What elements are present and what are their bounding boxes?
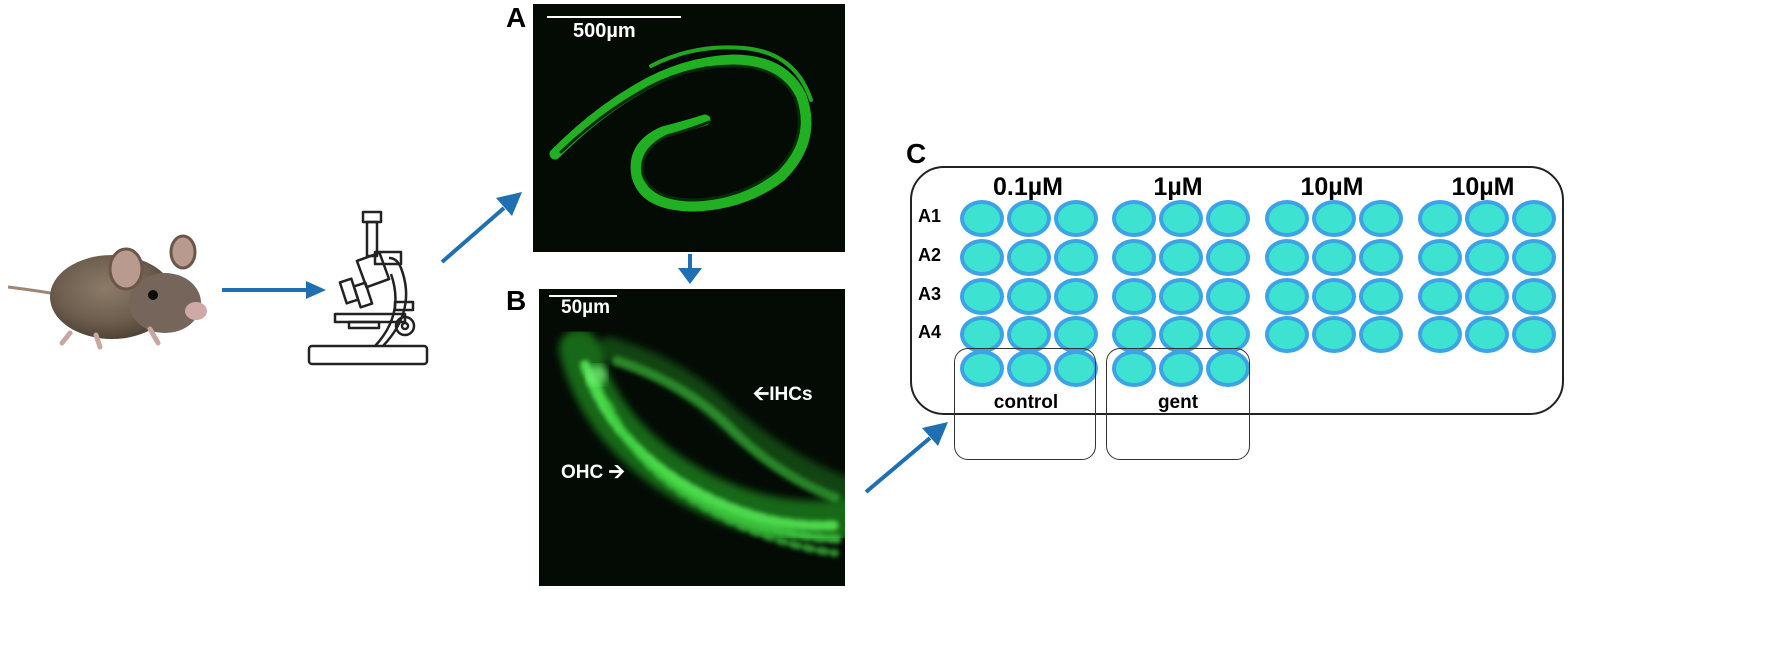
concentration-label-1: 0.1µM xyxy=(993,173,1063,201)
gent-group-label: gent xyxy=(1157,392,1199,413)
well xyxy=(1312,239,1356,276)
well xyxy=(1418,278,1462,315)
well xyxy=(1465,278,1509,315)
well xyxy=(1054,239,1098,276)
arrow-panel-b-to-c xyxy=(864,422,948,494)
well xyxy=(1359,316,1403,353)
well xyxy=(1206,200,1250,237)
scale-label-b: 50µm xyxy=(561,297,610,318)
well xyxy=(1512,239,1556,276)
hair-cell-rows xyxy=(559,329,845,557)
ohc-label: OHC 🡪 xyxy=(561,457,625,491)
well xyxy=(1206,239,1250,276)
well xyxy=(1159,278,1203,315)
well xyxy=(1206,278,1250,315)
scale-label-a: 500µm xyxy=(573,20,636,42)
well xyxy=(960,239,1004,276)
well xyxy=(1359,278,1403,315)
well xyxy=(1265,316,1309,353)
microscope-icon xyxy=(307,210,429,366)
well xyxy=(1112,200,1156,237)
well xyxy=(1512,278,1556,315)
panel-a-letter: A xyxy=(506,2,527,33)
row-label-a3: A3 xyxy=(918,284,942,304)
well xyxy=(1112,239,1156,276)
control-group-box xyxy=(954,348,1096,460)
well xyxy=(1312,316,1356,353)
well xyxy=(960,350,1004,387)
well xyxy=(1465,239,1509,276)
left-arrow-icon: 🡨 xyxy=(753,383,770,405)
concentration-label-3: 10µM xyxy=(1300,173,1364,201)
concentration-label-4: 10µM xyxy=(1451,173,1515,201)
scale-bar-a xyxy=(547,16,681,18)
well xyxy=(1007,239,1051,276)
well xyxy=(1007,200,1051,237)
well xyxy=(1159,239,1203,276)
well xyxy=(1512,316,1556,353)
gent-group-box xyxy=(1106,348,1250,460)
well xyxy=(1007,350,1051,387)
well xyxy=(1265,239,1309,276)
well xyxy=(1159,200,1203,237)
well xyxy=(1054,278,1098,315)
well xyxy=(1465,200,1509,237)
panel-c-letter: C xyxy=(906,138,927,169)
cochlea-overview-image: 500µm xyxy=(533,4,845,252)
control-group-label: control xyxy=(993,392,1059,413)
well xyxy=(1112,278,1156,315)
panel-b-letter: B xyxy=(506,285,527,316)
scale-bar-b xyxy=(549,295,617,297)
well xyxy=(960,200,1004,237)
well xyxy=(1359,239,1403,276)
row-label-a1: A1 xyxy=(918,206,942,226)
well xyxy=(1512,200,1556,237)
well xyxy=(1418,316,1462,353)
row-label-a4: A4 xyxy=(918,322,942,342)
mouse-image xyxy=(7,234,207,350)
well xyxy=(1418,239,1462,276)
well xyxy=(960,278,1004,315)
ihc-label-text: IHCs xyxy=(769,384,813,405)
concentration-label-2: 1µM xyxy=(1153,173,1203,201)
well xyxy=(1054,200,1098,237)
arrow-panel-a-to-b xyxy=(678,254,702,284)
right-arrow-icon: 🡪 xyxy=(608,461,625,483)
cochlea-spiral xyxy=(549,45,813,212)
row-label-a2: A2 xyxy=(918,245,942,265)
arrow-mouse-to-microscope xyxy=(222,281,326,299)
well xyxy=(1159,350,1203,387)
well xyxy=(1007,278,1051,315)
arrow-microscope-to-panel-a xyxy=(440,192,522,264)
well xyxy=(1265,200,1309,237)
well xyxy=(1359,200,1403,237)
hair-cells-image: 50µm 🡨IHCs OHC 🡪 xyxy=(539,289,845,586)
ihc-label: 🡨IHCs xyxy=(753,379,813,413)
well xyxy=(1312,278,1356,315)
well xyxy=(1418,200,1462,237)
ohc-label-text: OHC xyxy=(561,462,604,483)
well xyxy=(1312,200,1356,237)
well xyxy=(1465,316,1509,353)
well xyxy=(1265,278,1309,315)
